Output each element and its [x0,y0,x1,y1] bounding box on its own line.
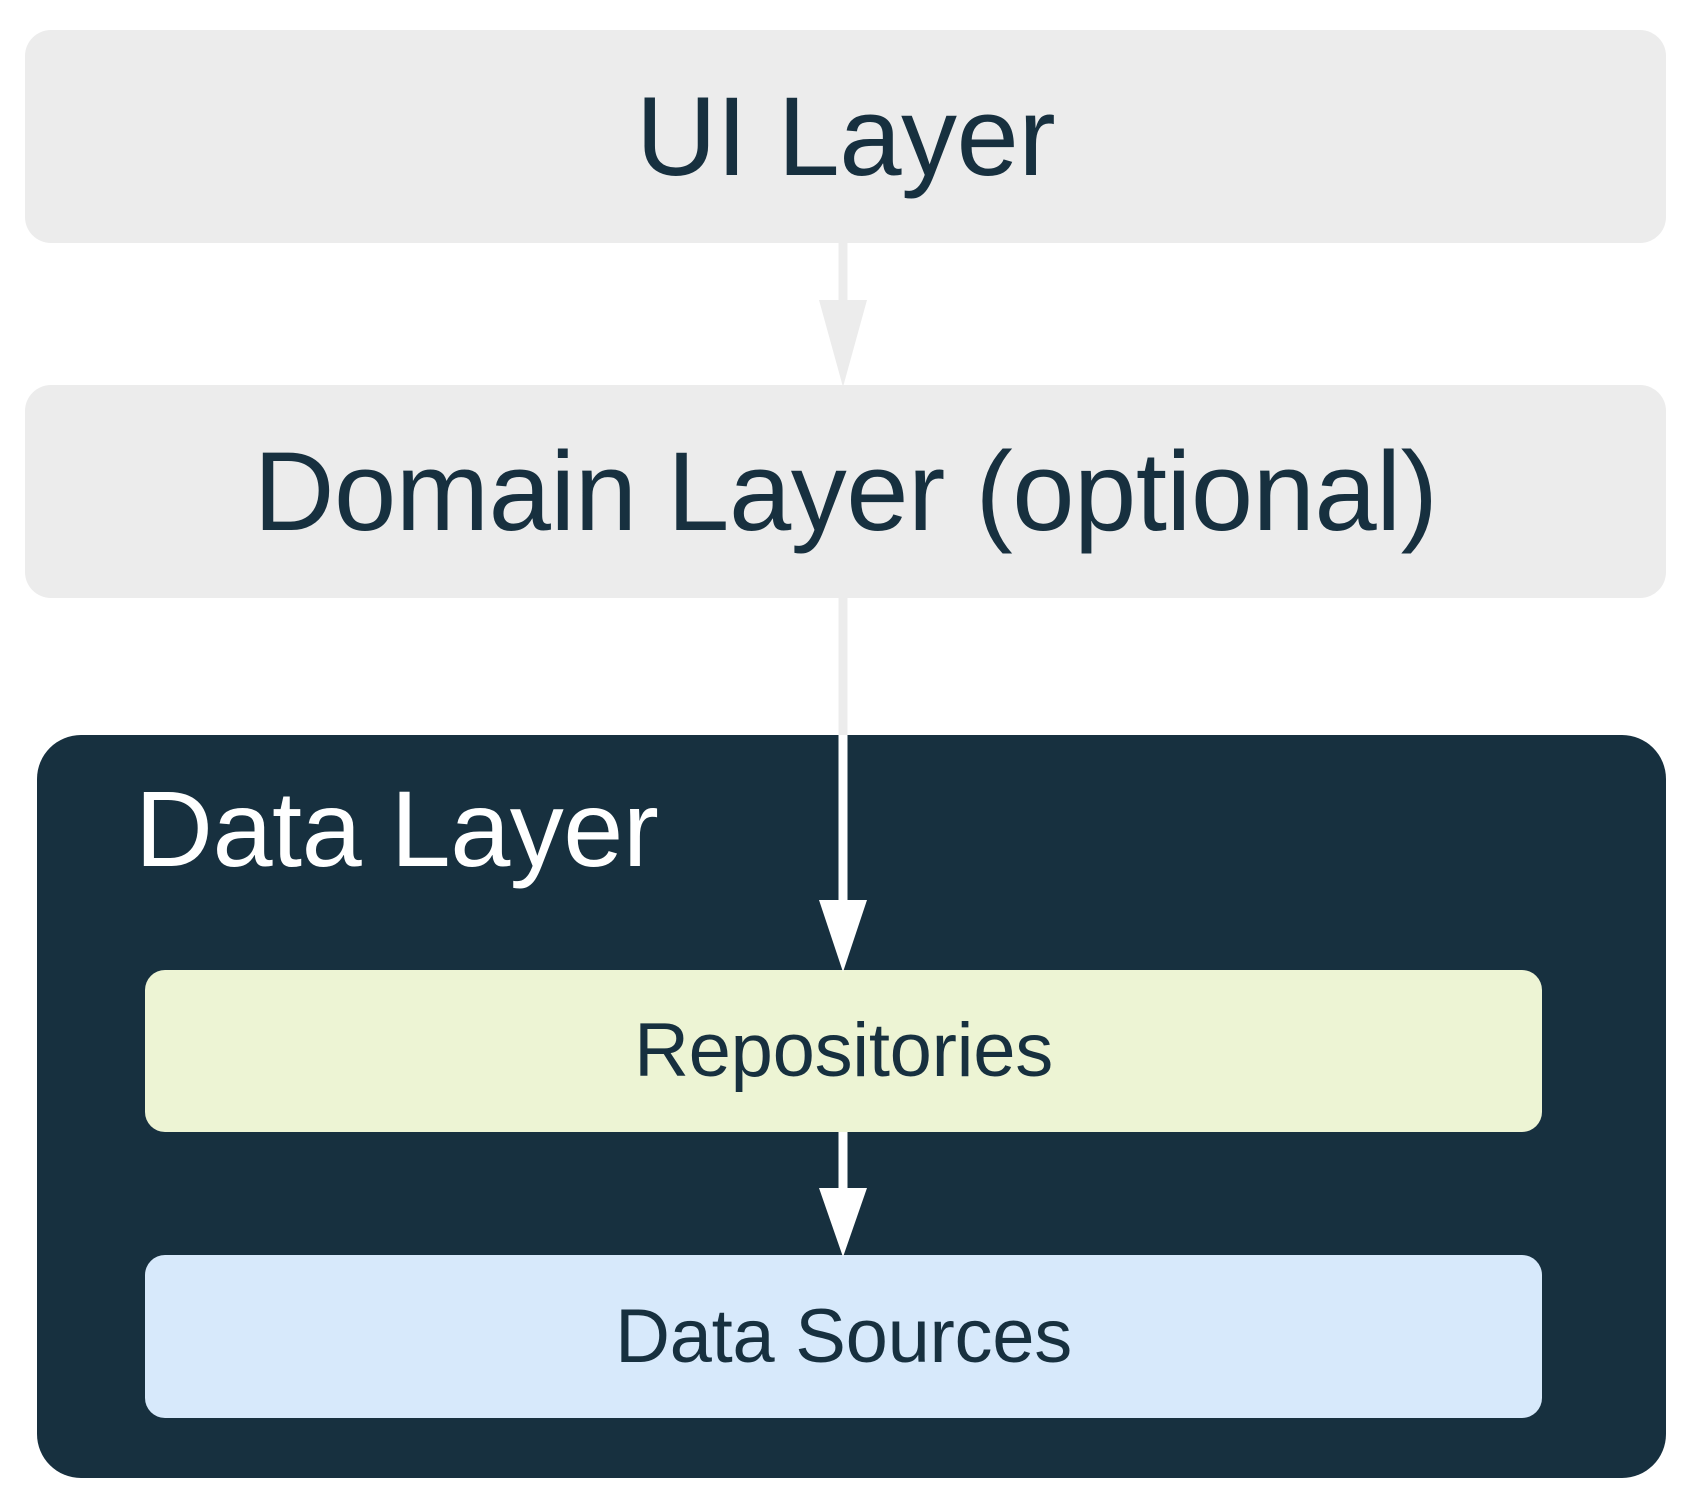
node-repositories[interactable]: Repositories [145,970,1542,1132]
node-ui-layer[interactable]: UI Layer [25,30,1666,243]
node-ui-layer-label: UI Layer [635,73,1056,199]
arrow-ui-to-domain [819,243,867,387]
node-domain-layer[interactable]: Domain Layer (optional) [25,385,1666,598]
node-data-sources-label: Data Sources [615,1293,1072,1379]
arrow-domain-to-repositories-stem-outer [838,598,848,738]
node-data-layer[interactable]: Repositories Data Sources [37,735,1666,1478]
arrow-domain-to-repositories [819,735,867,972]
arrow-repositories-to-data-sources [819,1132,867,1257]
node-repositories-label: Repositories [634,1008,1053,1093]
node-data-layer-label: Data Layer [135,768,659,889]
node-data-sources[interactable]: Data Sources [145,1255,1542,1418]
node-domain-layer-label: Domain Layer (optional) [253,428,1438,554]
